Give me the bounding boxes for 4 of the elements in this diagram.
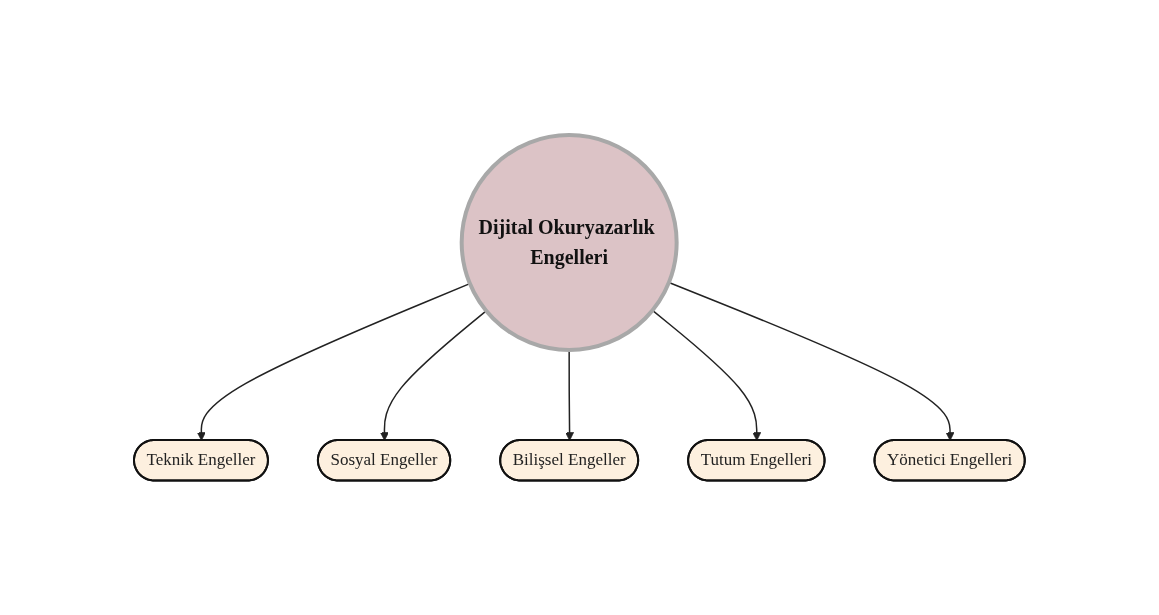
arrow xyxy=(651,309,762,441)
arrow xyxy=(565,349,575,441)
arrow xyxy=(380,309,488,441)
node-circle: Dijital Okuryazarlık Engelleri xyxy=(459,132,679,352)
